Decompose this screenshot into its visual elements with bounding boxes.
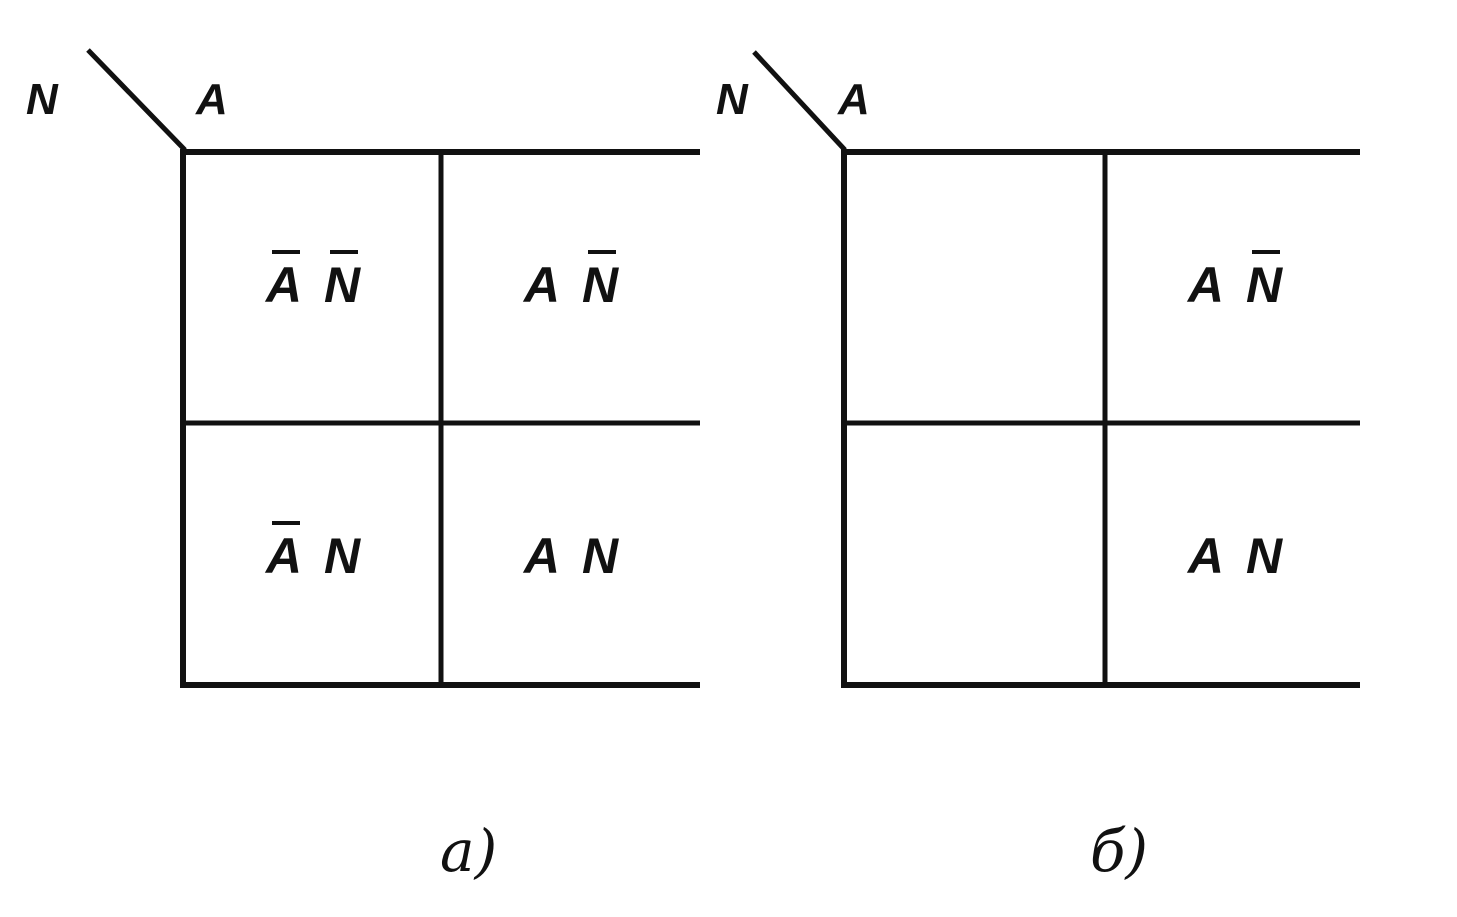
map-border bbox=[180, 149, 700, 688]
cell-bottom-right: A N bbox=[1107, 425, 1363, 687]
figure-caption: а) bbox=[440, 817, 498, 885]
cell-term-1: A bbox=[1187, 528, 1224, 584]
corner-diagonal bbox=[752, 50, 847, 152]
cell-term-1: A bbox=[265, 250, 302, 313]
cell-term-2: N bbox=[324, 250, 361, 313]
cell-term-2: N bbox=[324, 528, 361, 584]
cell-term-2: N bbox=[582, 528, 619, 584]
row-variable-label: N bbox=[26, 75, 58, 124]
cell-term-1: A bbox=[523, 257, 560, 313]
cell-bottom-left bbox=[846, 425, 1102, 687]
cell-term-2: N bbox=[1246, 250, 1283, 313]
karnaugh-map-a: N A A N A N A N A N а) bbox=[0, 0, 700, 917]
cell-term-1: A bbox=[523, 528, 560, 584]
cell-bottom-right: A N bbox=[443, 425, 699, 687]
corner-diagonal bbox=[86, 48, 187, 152]
cell-bottom-left: A N bbox=[185, 425, 441, 687]
cell-term-1: A bbox=[1187, 257, 1224, 313]
cell-top-left bbox=[846, 154, 1102, 416]
cell-top-right: A N bbox=[443, 154, 699, 416]
cell-term-2: N bbox=[582, 250, 619, 313]
figure-caption: б) bbox=[1090, 817, 1149, 885]
row-variable-label: N bbox=[716, 75, 748, 124]
map-grid-a bbox=[86, 48, 700, 688]
column-variable-label: A bbox=[196, 75, 228, 124]
column-variable-label: A bbox=[838, 75, 870, 124]
cell-top-right: A N bbox=[1107, 154, 1363, 416]
karnaugh-map-b: N A A N A N б) bbox=[660, 0, 1360, 917]
map-border bbox=[841, 149, 1360, 688]
cell-term-2: N bbox=[1246, 528, 1283, 584]
cell-top-left: A N bbox=[185, 154, 441, 416]
cell-term-1: A bbox=[265, 521, 302, 584]
map-grid-b bbox=[752, 50, 1360, 688]
